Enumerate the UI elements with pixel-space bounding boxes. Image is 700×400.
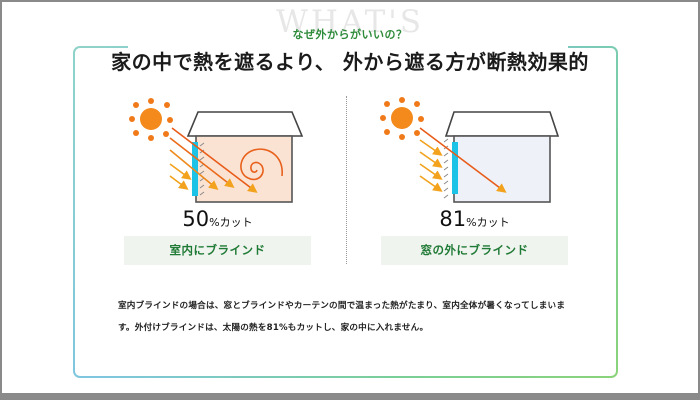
percent-cut-outside: 81%カット (381, 207, 568, 231)
background-heading: WHAT'S (275, 4, 425, 40)
arrow-icon (169, 127, 258, 193)
card-border-gap (128, 42, 568, 52)
sun-icon (129, 98, 173, 141)
frame-bottom-bar (0, 393, 700, 400)
column-divider (346, 96, 347, 264)
diagram-outside-blind (380, 97, 560, 203)
percent-value: 81 (439, 207, 467, 231)
description-line-1: 室内ブラインドの場合は、窓とブラインドやカーテンの間で温まった熱がたまり、室内全… (118, 301, 566, 311)
section-title: 家の中で熱を遮るより、 外から遮る方が断熱効果的 (111, 50, 589, 74)
label-inside-blind: 室内にブラインド (124, 236, 311, 265)
percent-cut-inside: 50%カット (124, 207, 311, 231)
label-outside-blind: 窓の外にブラインド (381, 236, 568, 265)
house-icon (186, 111, 304, 203)
description-text: 室内ブラインドの場合は、窓とブラインドやカーテンの間で温まった熱がたまり、室内全… (118, 295, 588, 339)
sun-icon (380, 97, 424, 140)
diagram-inside-blind (129, 98, 304, 203)
percent-unit: %カット (466, 216, 510, 229)
arrow-icon (419, 127, 507, 193)
section-subtitle: なぜ外からがいいの？ (292, 28, 408, 41)
description-line-2: す。外付けブラインドは、太陽の熱を81%もカットし、家の中に入れません。 (118, 323, 429, 333)
house-icon (444, 111, 560, 203)
percent-unit: %カット (209, 216, 253, 229)
heat-spiral-icon (240, 148, 283, 181)
percent-value: 50 (182, 207, 210, 231)
